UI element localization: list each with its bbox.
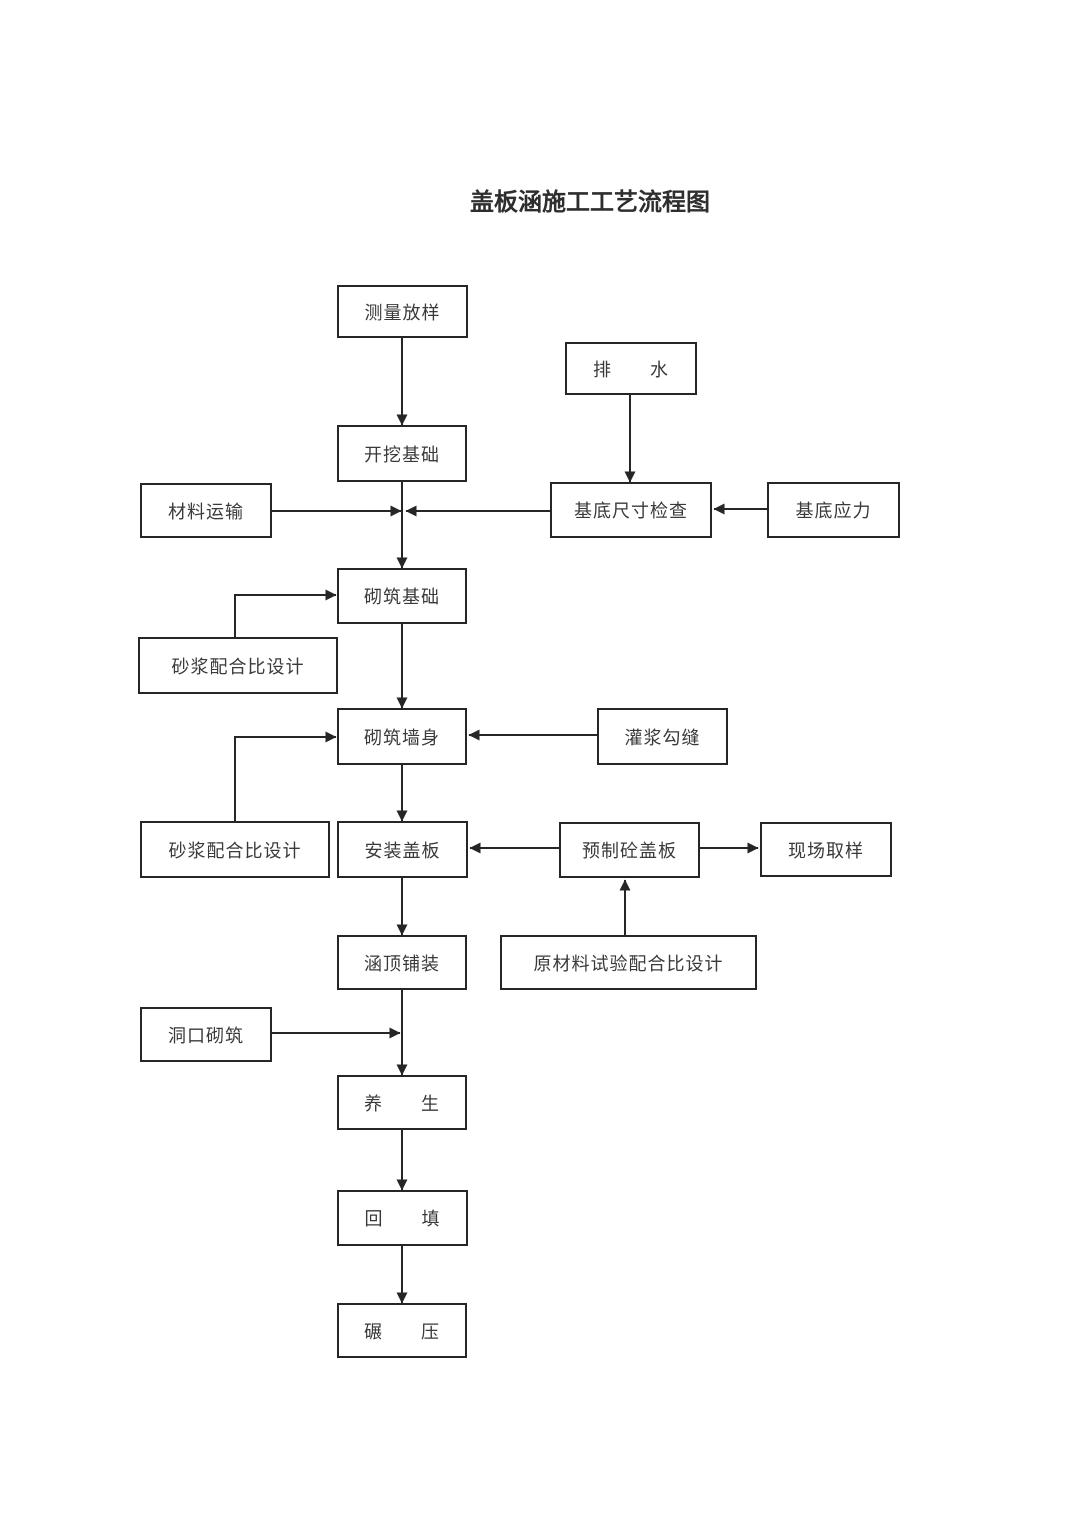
page-title: 盖板涵施工工艺流程图: [470, 190, 710, 216]
node-grouting-pointing: 灌浆勾缝: [597, 708, 728, 765]
node-culvert-top-paving: 涵顶铺装: [337, 935, 467, 990]
node-survey-layout: 测量放样: [337, 285, 468, 338]
node-portal-masonry: 洞口砌筑: [140, 1007, 272, 1062]
node-masonry-foundation: 砌筑基础: [337, 568, 467, 624]
node-install-cover-slab: 安装盖板: [337, 821, 468, 878]
edge-mortar-mix-2-to-masonry-wall: [234, 731, 337, 821]
node-precast-concrete-slab: 预制砼盖板: [559, 822, 700, 878]
node-site-sampling: 现场取样: [760, 822, 892, 877]
node-mortar-mix-design-1: 砂浆配合比设计: [138, 637, 338, 694]
node-raw-material-test-mix: 原材料试验配合比设计: [500, 935, 757, 990]
node-mortar-mix-design-2: 砂浆配合比设计: [140, 821, 330, 878]
edge-mortar-mix-1-to-masonry-foundation: [234, 589, 337, 637]
node-curing: 养 生: [337, 1075, 467, 1130]
node-backfill: 回 填: [337, 1190, 468, 1246]
node-rolling-compaction: 碾 压: [337, 1303, 467, 1358]
node-drainage: 排 水: [565, 342, 697, 395]
node-excavate-foundation: 开挖基础: [337, 425, 467, 482]
node-base-stress: 基底应力: [767, 482, 900, 538]
node-masonry-wall: 砌筑墙身: [337, 708, 467, 765]
node-base-dimension-check: 基底尺寸检查: [550, 482, 712, 538]
node-material-transport: 材料运输: [140, 483, 272, 538]
